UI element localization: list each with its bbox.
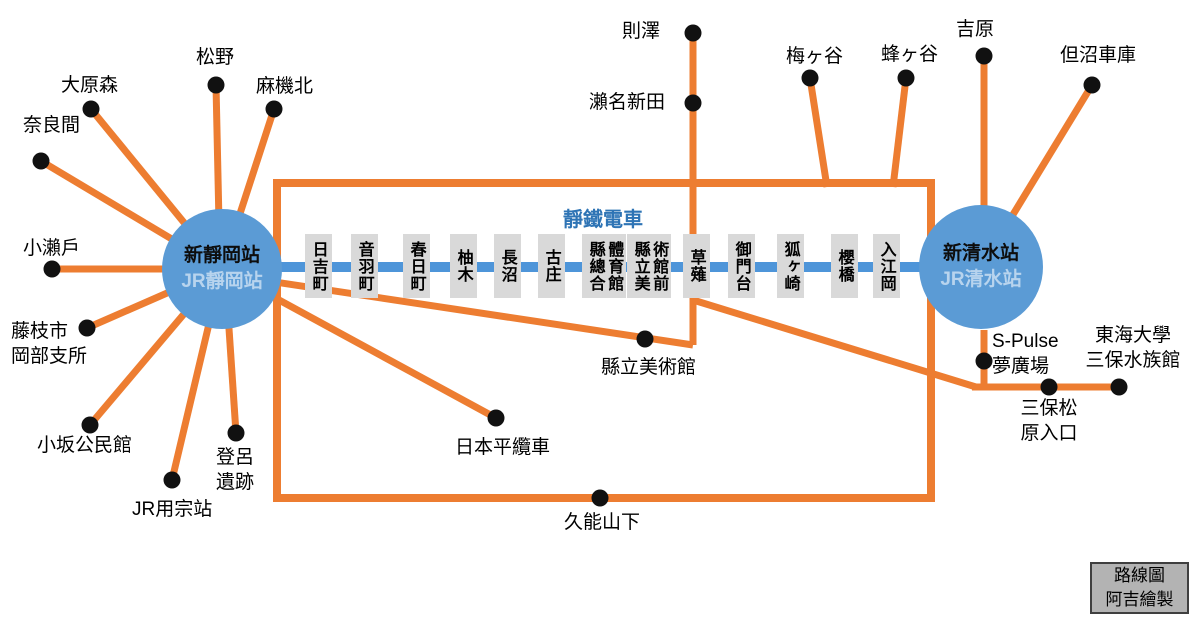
stop-dot-yoshiwara <box>975 47 993 65</box>
station-kensogo-taiikukan: 縣總合體育館 <box>582 234 627 298</box>
stop-dot-toro <box>227 424 245 442</box>
stop-label-asabatakita: 麻機北 <box>256 76 314 97</box>
stop-label-kunozan-shita: 久能山下 <box>564 512 641 533</box>
stop-label-kosaka-kominkan: 小坂公民館 <box>37 435 133 456</box>
station-mikadodai: 御門台 <box>728 234 755 298</box>
station-label: 縣總合 <box>586 240 604 292</box>
hub-main-name: 新靜岡站 <box>183 245 260 266</box>
stop-label-tadanuma-shako: 但沼車庫 <box>1060 45 1137 66</box>
stop-dot-hachigaya <box>897 69 915 87</box>
stop-label-nozawa: 則澤 <box>622 21 661 42</box>
stop-dot-kunozan <box>591 489 609 507</box>
stop-dot-mochimune <box>163 471 181 489</box>
station-label: 御門台 <box>732 240 750 292</box>
route-hachigaya <box>889 77 910 188</box>
credit-box: 路線圖 阿吉繪製 <box>1090 562 1189 614</box>
hub-label-shin-shizuoka: 新靜岡站 JR靜岡站 <box>152 243 292 295</box>
stop-label-toro-iseki: 登呂 遺跡 <box>215 447 254 493</box>
stop-dot-museum <box>636 330 654 348</box>
stop-dot-nihondaira <box>487 409 505 427</box>
stop-label-jr-mochimune: JR用宗站 <box>132 499 213 520</box>
station-label: 狐ヶ崎 <box>781 240 799 292</box>
stop-label-oharamori: 大原森 <box>61 75 119 96</box>
route-miho-diagonal <box>691 296 978 391</box>
station-kitsunegasaki: 狐ヶ崎 <box>777 234 804 298</box>
stop-dot-fujieda <box>78 319 96 337</box>
stop-dot-tokai-aquarium <box>1110 378 1128 396</box>
stop-label-tokai-univ-aquarium: 東海大學 三保水族館 <box>1085 325 1181 371</box>
station-sakurabashi: 櫻橋 <box>831 234 858 298</box>
hub-jr-name: JR清水站 <box>940 269 1022 291</box>
station-kenritsu-bijutsukan-mae: 縣立美術館前 <box>627 234 672 298</box>
stop-dot-oharamori <box>82 100 100 118</box>
station-label: 日吉町 <box>309 240 327 292</box>
station-label: 縣立美 <box>631 240 649 292</box>
stop-dot-spulse <box>975 352 993 370</box>
stop-dot-narama <box>32 152 50 170</box>
stop-dot-miho-matsubara <box>1040 378 1058 396</box>
route-loop-rect <box>273 179 935 502</box>
stop-dot-koseto <box>43 260 61 278</box>
stop-dots-layer <box>32 24 1128 507</box>
rail-line-label: 靜鐵電車 <box>563 209 643 231</box>
hub-label-shin-shimizu: 新清水站 JR清水站 <box>911 241 1051 293</box>
station-label: 古庄 <box>542 249 560 283</box>
station-label: 音羽町 <box>355 240 373 292</box>
stop-label-sena-shinden: 瀨名新田 <box>589 92 666 113</box>
station-kasugacho: 春日町 <box>403 234 430 298</box>
stop-label-narama: 奈良間 <box>23 115 81 136</box>
station-label: 術館前 <box>650 240 668 292</box>
stop-label-s-pulse-dream-plaza: S-Pulse 夢廣場 <box>992 331 1059 377</box>
stop-dot-tadanuma <box>1083 76 1101 94</box>
station-furusho: 古庄 <box>538 234 565 298</box>
stop-label-nihondaira-ropeway: 日本平纜車 <box>455 437 551 458</box>
station-otowacho: 音羽町 <box>351 234 378 298</box>
hub-jr-name: JR靜岡站 <box>181 271 263 293</box>
stop-label-hachigaya: 蜂ヶ谷 <box>881 44 939 65</box>
station-label: 草薙 <box>687 249 705 283</box>
stop-label-miho-matsubara-iriguchi: 三保松 原入口 <box>1020 398 1078 444</box>
stop-dot-nozawa <box>684 24 702 42</box>
station-label: 春日町 <box>407 240 425 292</box>
station-label: 柚木 <box>454 249 472 283</box>
stop-label-koseto: 小瀨戶 <box>23 238 81 259</box>
station-naganuma: 長沼 <box>494 234 521 298</box>
stop-label-umegaya: 梅ヶ谷 <box>786 46 844 67</box>
stop-label-matsuno: 松野 <box>196 47 235 68</box>
station-label: 櫻橋 <box>835 249 853 283</box>
hub-circle-shin-shizuoka <box>162 209 282 329</box>
route-umegaya <box>806 77 831 188</box>
station-label: 長沼 <box>498 249 516 283</box>
hub-circle-shin-shimizu <box>919 205 1043 329</box>
stop-label-yoshiwara: 吉原 <box>956 19 995 40</box>
stop-label-kenritsu-bijutsukan: 縣立美術館 <box>601 357 697 378</box>
stop-dot-sena-shinden <box>684 94 702 112</box>
stop-dot-matsuno <box>207 76 225 94</box>
station-hiyoshicho: 日吉町 <box>305 234 332 298</box>
hub-main-name: 新清水站 <box>942 243 1019 264</box>
station-label: 入江岡 <box>877 240 895 292</box>
station-label: 體育館 <box>605 240 623 292</box>
station-kusanagi: 草薙 <box>683 234 710 298</box>
stop-dot-kosaka <box>81 416 99 434</box>
stop-dot-asabatakita <box>265 100 283 118</box>
stop-label-fujieda-okabe: 藤枝市 岡部支所 <box>11 321 88 367</box>
station-yunoki: 柚木 <box>450 234 477 298</box>
station-iriegaoka: 入江岡 <box>873 234 900 298</box>
stop-dot-umegaya <box>801 69 819 87</box>
